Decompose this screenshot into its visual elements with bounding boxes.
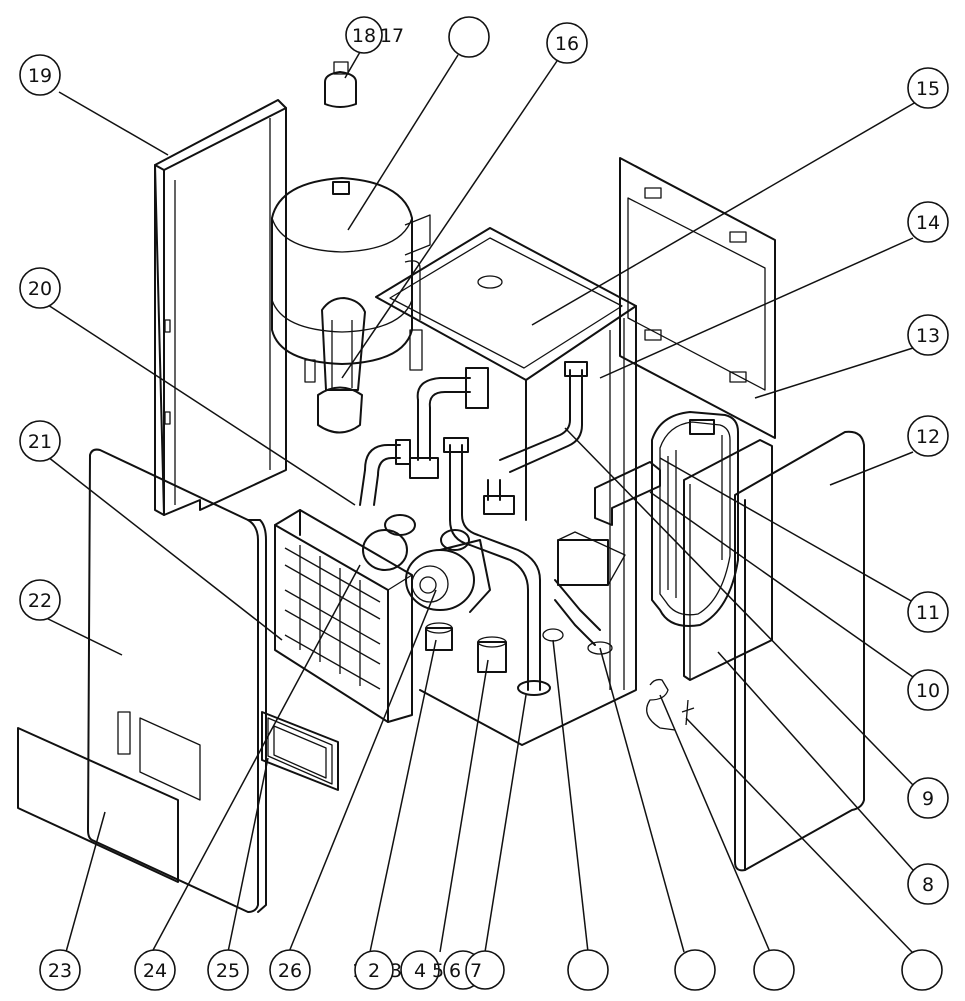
callout-4: 4 <box>400 950 440 990</box>
svg-text:18: 18 <box>352 25 376 47</box>
callout-19: 19 <box>19 54 61 96</box>
callout-14: 14 <box>907 201 949 243</box>
callout-9: 9 <box>907 777 949 819</box>
svg-text:25: 25 <box>216 960 240 982</box>
callout-24: 24 <box>134 949 176 991</box>
callout-2: 2 <box>354 950 394 990</box>
callout-23: 23 <box>39 949 81 991</box>
svg-text:4: 4 <box>414 960 426 982</box>
callout-7: 7 <box>465 950 505 990</box>
svg-text:12: 12 <box>916 426 940 448</box>
svg-text:23: 23 <box>48 960 72 982</box>
mounting-bracket <box>594 461 661 526</box>
control-box <box>274 509 413 723</box>
safety-valve-assembly <box>317 297 366 434</box>
svg-text:24: 24 <box>143 960 167 982</box>
callout-12: 12 <box>907 415 949 457</box>
svg-text:2: 2 <box>368 960 380 982</box>
callout-blank-bottom-2 <box>674 949 716 991</box>
callout-3: 3 <box>390 960 402 982</box>
air-vent <box>324 61 357 108</box>
svg-text:19: 19 <box>28 65 52 87</box>
callouts: 19 18 17 16 15 14 13 <box>19 16 949 991</box>
callout-10: 10 <box>907 669 949 711</box>
svg-text:5: 5 <box>432 960 444 982</box>
callout-15: 15 <box>907 67 949 109</box>
temperature-sensors <box>646 678 695 731</box>
callout-18: 18 <box>345 16 383 54</box>
callout-20: 20 <box>19 267 61 309</box>
terminal-block <box>284 545 381 690</box>
svg-text:13: 13 <box>916 325 940 347</box>
svg-text:6: 6 <box>449 960 461 982</box>
svg-text:20: 20 <box>28 278 52 300</box>
expansion-vessel <box>271 177 431 383</box>
callout-21: 21 <box>19 420 61 462</box>
front-cover-plate <box>17 727 179 883</box>
callout-blank-bottom-1 <box>567 949 609 991</box>
callout-8: 8 <box>907 863 949 905</box>
callout-5: 5 <box>432 960 444 982</box>
pipe-fittings <box>425 622 613 696</box>
svg-text:14: 14 <box>916 212 940 234</box>
inner-right-panel <box>683 439 773 681</box>
callout-22: 22 <box>19 579 61 621</box>
callout-25: 25 <box>207 949 249 991</box>
leader-lines <box>39 51 917 953</box>
callout-16: 16 <box>546 22 588 64</box>
svg-text:21: 21 <box>28 431 52 453</box>
callout-blank-bottom-4 <box>901 949 943 991</box>
callout-17: 17 <box>380 25 404 47</box>
filter-cassette <box>261 711 339 791</box>
svg-text:10: 10 <box>916 680 940 702</box>
svg-text:15: 15 <box>916 78 940 100</box>
svg-text:11: 11 <box>916 602 940 624</box>
pipework <box>359 361 626 691</box>
svg-text:7: 7 <box>470 960 482 982</box>
front-left-panel <box>87 448 267 913</box>
callout-11: 11 <box>907 591 949 633</box>
svg-text:26: 26 <box>278 960 302 982</box>
callout-26: 26 <box>269 949 311 991</box>
svg-text:8: 8 <box>922 874 934 896</box>
svg-text:9: 9 <box>922 788 934 810</box>
callout-blank-bottom-3 <box>753 949 795 991</box>
svg-text:3: 3 <box>390 960 402 982</box>
callout-13: 13 <box>907 314 949 356</box>
svg-text:16: 16 <box>555 33 579 55</box>
callout-blank-top <box>448 16 490 58</box>
heat-exchanger <box>651 411 739 627</box>
right-side-panel <box>734 430 865 872</box>
back-mounting-plate <box>619 157 776 439</box>
left-rear-panel <box>154 99 287 516</box>
svg-text:22: 22 <box>28 590 52 612</box>
circulation-pump <box>362 514 491 613</box>
